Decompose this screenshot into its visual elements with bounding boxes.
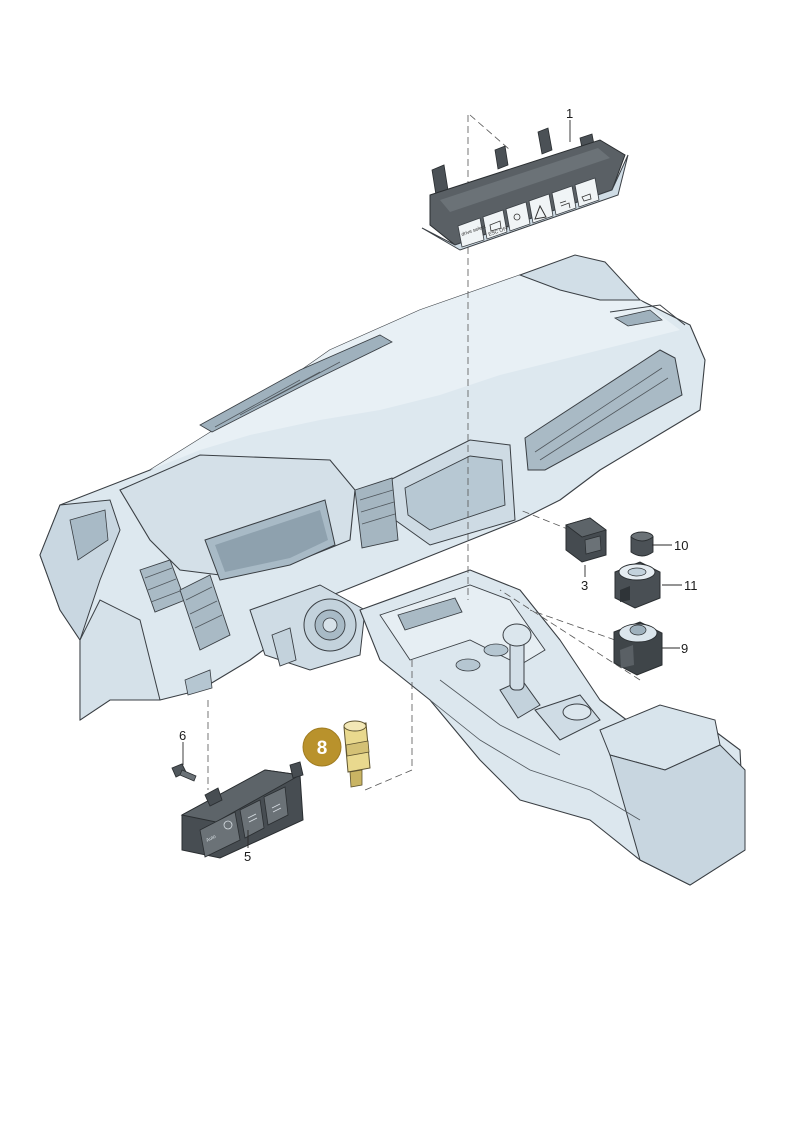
hazard-panel-buttons: drive select ESC OFF (457, 177, 600, 248)
leader-lines (182, 120, 682, 848)
light-dial-icon (223, 820, 233, 830)
callout-6: 6 (179, 728, 186, 743)
callout-5: 5 (244, 849, 251, 864)
assist-icon (581, 193, 592, 202)
callout-10: 10 (674, 538, 688, 553)
esc-icon (513, 213, 521, 221)
connector-part-8 (343, 720, 371, 788)
rotary-switch-part-9 (613, 621, 663, 676)
screw-part-6 (171, 763, 197, 782)
rotary-switch-part-11 (614, 561, 661, 609)
callout-labels: 1 3 5 6 9 10 11 (179, 106, 698, 864)
cap-part-10 (630, 531, 654, 557)
highlight-badge-label: 8 (317, 738, 328, 759)
rear-fog-icon (271, 803, 282, 813)
light-switch-panel: Auto (180, 761, 304, 859)
callout-9: 9 (681, 641, 688, 656)
auto-light-label: Auto (205, 834, 217, 844)
callout-11: 11 (684, 578, 698, 593)
switch-part-3 (565, 517, 607, 563)
callout-3: 3 (581, 578, 588, 593)
hazard-switch-panel: drive select ESC OFF (421, 127, 629, 251)
headlight-range-icon (247, 813, 258, 823)
center-console (359, 569, 746, 886)
dashboard-assembly (39, 254, 706, 721)
highlight-badge[interactable]: 8 (302, 727, 342, 767)
callout-1: 1 (566, 106, 573, 121)
parking-icon (559, 200, 571, 209)
hazard-triangle-icon (534, 204, 547, 220)
car-icon (489, 220, 502, 232)
